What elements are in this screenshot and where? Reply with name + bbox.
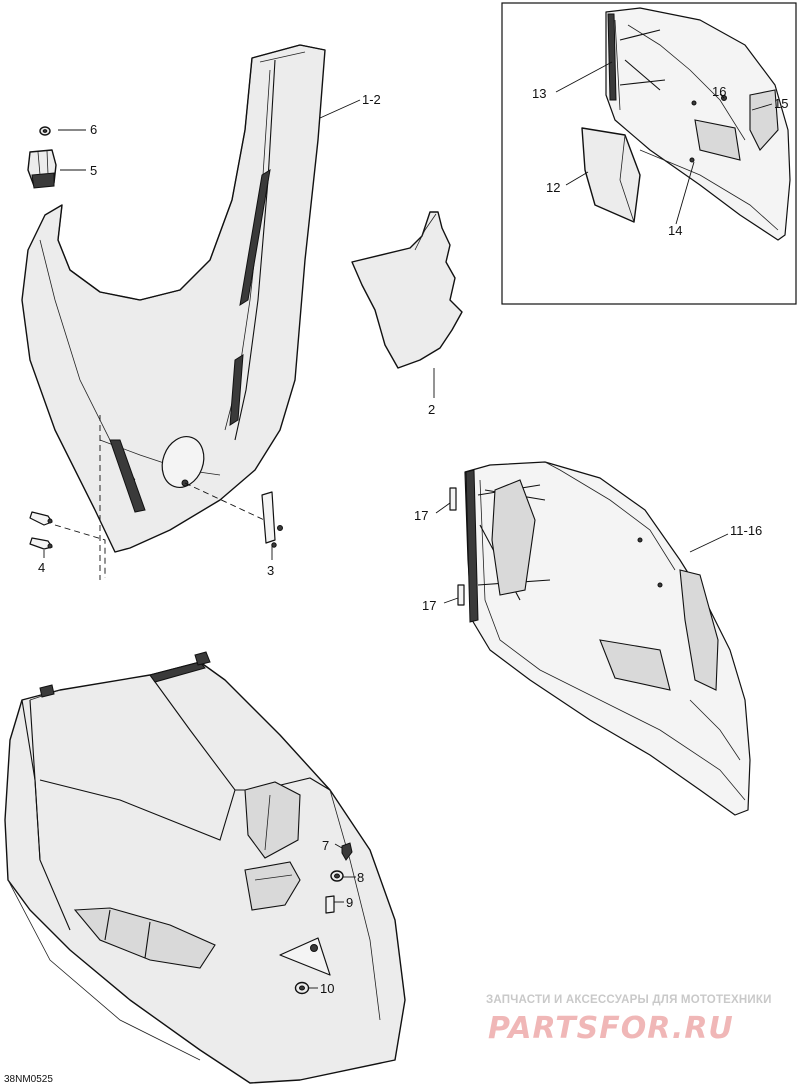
watermark-tagline: ЗАПЧАСТИ И АКСЕССУАРЫ ДЛЯ МОТОТЕХНИКИ [486, 994, 772, 1006]
callout-13: 13 [532, 86, 546, 101]
callout-5: 5 [90, 163, 97, 178]
bumper-part-5 [27, 149, 57, 189]
inset-frame [501, 2, 797, 305]
callout-15: 15 [774, 96, 788, 111]
callout-14: 14 [668, 223, 682, 238]
side-pad-part-2 [351, 211, 463, 369]
callout-9: 9 [346, 895, 353, 910]
callout-7: 7 [322, 838, 329, 853]
callout-17-lower: 17 [422, 598, 436, 613]
strips-part-17 [449, 487, 465, 606]
callout-11-16: 11-16 [730, 523, 762, 538]
lower-body-assembly [4, 651, 406, 1084]
clips-part-4 [29, 511, 53, 550]
callout-8: 8 [357, 870, 364, 885]
diagram-code: 38NM0525 [4, 1074, 53, 1085]
callout-4: 4 [38, 560, 45, 575]
callout-1-2: 1-2 [362, 92, 381, 107]
hood-panel-part-1-2 [21, 44, 326, 553]
fasteners-parts-7-10 [294, 842, 353, 995]
callout-10: 10 [320, 981, 334, 996]
inset-side-panel [605, 7, 791, 241]
mounting-line-left [54, 524, 106, 578]
washer-part-6 [39, 126, 51, 136]
inset-pad-part-12 [581, 127, 641, 223]
watermark-brand: PARTSFOR.RU [488, 1011, 734, 1046]
side-panel-part-11-16 [464, 461, 751, 816]
callout-2: 2 [428, 402, 435, 417]
callout-6: 6 [90, 122, 97, 137]
callout-17-upper: 17 [414, 508, 428, 523]
mounting-line-right [184, 482, 276, 526]
callout-12: 12 [546, 180, 560, 195]
callout-16: 16 [712, 84, 726, 99]
bracket-part-3 [261, 491, 283, 548]
callout-3: 3 [267, 563, 274, 578]
